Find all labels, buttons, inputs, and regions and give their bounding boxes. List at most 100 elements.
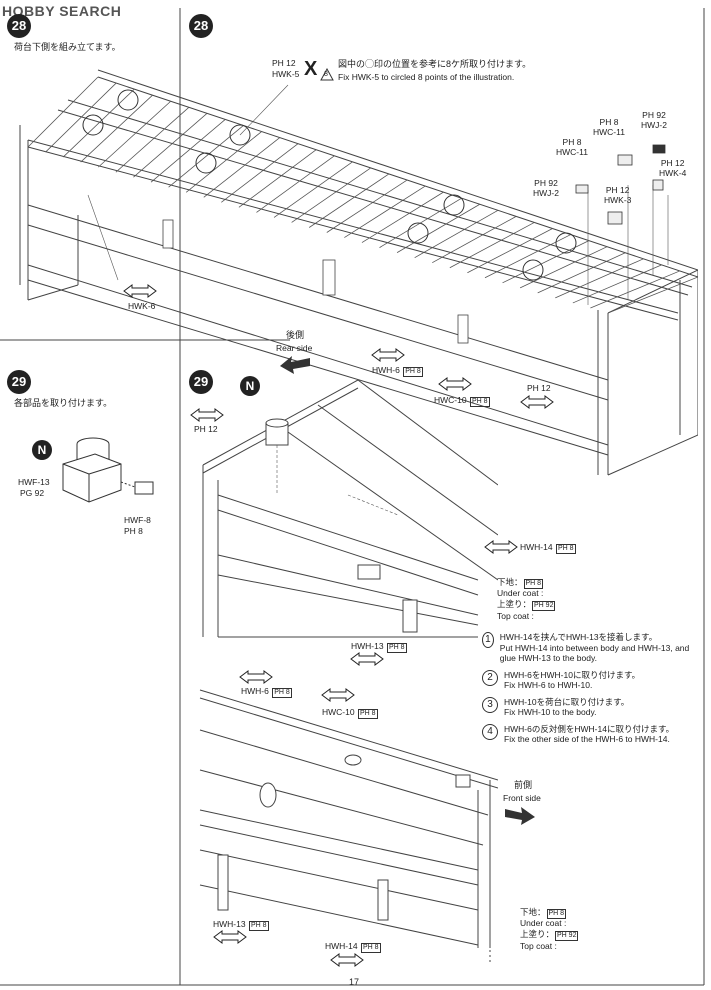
hwh6-label: HWH-6 PH 8 xyxy=(372,365,423,377)
part-n-badge: N xyxy=(32,440,52,460)
ph12-label-29: PH 12 xyxy=(194,424,218,434)
ph12-label-right: PH 12 xyxy=(527,383,551,393)
undercoat-en: Under coat : xyxy=(497,588,544,598)
double-arrow-icon xyxy=(484,540,518,554)
lower-hwh13-label: HWH-13 PH 8 xyxy=(213,919,269,931)
step-badge-29-main: 29 xyxy=(189,370,213,394)
instruction-item-4: 4 HWH-6の反対側をHWH-14に取り付けます。Fix the other … xyxy=(482,723,702,745)
cross-member xyxy=(98,100,171,168)
lower-hwh6-label: HWH-6 PH 8 xyxy=(241,686,292,698)
lower-undercoat-en: Under coat : xyxy=(520,918,567,928)
front-side-en: Front side xyxy=(503,793,541,803)
lower-topcoat-jp: 上塗り：PH 92 xyxy=(520,929,579,941)
cross-member xyxy=(291,167,371,223)
instruction-1-jp: HWH-14を挟んでHWH-13を接着します。 xyxy=(499,632,658,642)
cross-member xyxy=(168,125,244,188)
cross-member xyxy=(344,185,426,238)
cross-member xyxy=(185,131,262,193)
instruction-1-en: Put HWH-14 into between body and HWH-13,… xyxy=(499,642,690,664)
hwk5-ref: PH 12 xyxy=(272,58,296,68)
cross-member xyxy=(115,107,190,173)
cross-member xyxy=(308,173,390,228)
cross-member xyxy=(150,119,226,183)
step-28-title: 荷台下側を組み立てます。 xyxy=(14,42,121,52)
step-badge-29-left: 29 xyxy=(7,370,31,394)
double-arrow-icon xyxy=(330,953,364,967)
instruction-4-jp: HWH-6の反対側をHWH-14に取り付けます。 xyxy=(504,723,675,734)
cross-member xyxy=(414,209,499,259)
hwf13-label: HWF-13 xyxy=(18,477,50,487)
rear-side-en: Rear side xyxy=(276,343,313,353)
double-arrow-icon xyxy=(239,670,273,684)
cross-member xyxy=(238,149,317,208)
instruction-item-2: 2 HWH-6をHWH-10に取り付けます。Fix HWH-6 to HWH-1… xyxy=(482,669,702,691)
page-number: 17 xyxy=(349,977,360,987)
instruction-3-jp: HWH-10を荷台に取り付けます。 xyxy=(504,696,630,707)
watermark-text: HOBBY SEARCH xyxy=(2,3,122,19)
cross-member xyxy=(62,88,135,158)
instruction-3-en: Fix HWH-10 to the body. xyxy=(504,707,597,717)
double-arrow-icon xyxy=(213,930,247,944)
hwk5-note-en: Fix HWK-5 to circled 8 points of the ill… xyxy=(338,72,515,82)
hwk5-label: HWK-5 xyxy=(272,69,300,79)
front-side-jp: 前側 xyxy=(514,780,533,790)
hwf13-ref: PG 92 xyxy=(20,488,45,498)
cross-member xyxy=(590,270,680,309)
arrow-left-icon xyxy=(280,356,310,374)
instruction-list: 1 HWH-14を挟んでHWH-13を接着します。Put HWH-14 into… xyxy=(482,632,702,745)
instruction-4-en: Fix the other side of the HWH-6 to HWH-1… xyxy=(504,734,670,744)
cross-member xyxy=(45,82,117,153)
truck-bed-underside-drawing xyxy=(19,69,698,476)
arrow-right-icon xyxy=(505,807,535,825)
rear-side-jp: 後側 xyxy=(286,330,305,340)
hwh13-label: HWH-13 PH 8 xyxy=(351,641,407,653)
cross-member xyxy=(361,191,444,243)
step-badge-28-main: 28 xyxy=(189,14,213,38)
step-number-4: 4 xyxy=(482,723,498,740)
lower-topcoat-en: Top coat : xyxy=(520,941,557,951)
topcoat-en: Top coat : xyxy=(497,611,534,621)
cross-member xyxy=(519,246,608,289)
cross-member xyxy=(221,143,299,203)
double-arrow-icon xyxy=(350,652,384,666)
instruction-2-jp: HWH-6をHWH-10に取り付けます。 xyxy=(504,669,641,680)
hwf8-label: HWF-8 xyxy=(124,515,151,525)
cross-member xyxy=(133,113,208,178)
step-number-2: 2 xyxy=(482,669,498,686)
lower-hwh14-label: HWH-14 PH 8 xyxy=(325,941,381,953)
multiply-x: X xyxy=(304,58,318,80)
cross-member xyxy=(256,155,335,213)
count-8: 8 xyxy=(324,71,328,78)
step-29-title: 各部品を取り付けます。 xyxy=(14,398,113,408)
cross-member xyxy=(326,179,408,233)
double-arrow-icon xyxy=(438,377,472,391)
double-arrow-icon xyxy=(123,284,157,298)
side-edge-drawing xyxy=(489,800,491,965)
double-arrow-icon xyxy=(321,688,355,702)
hwk5-note-jp: 図中の◯印の位置を参考に8ケ所取り付けます。 xyxy=(338,59,532,69)
cross-member xyxy=(273,161,353,218)
truck-bed-front-drawing xyxy=(199,689,498,948)
hwf8-ref: PH 8 xyxy=(124,526,143,536)
count-triangle-icon xyxy=(320,68,334,81)
cross-member xyxy=(27,76,99,148)
hwk6-label: HWK-6 xyxy=(128,301,156,311)
cross-member xyxy=(467,228,553,274)
cross-member xyxy=(607,276,698,314)
watermark-logo: HOBBY SEARCH xyxy=(2,3,121,21)
truck-bed-rear-drawing xyxy=(202,379,498,638)
instruction-2-en: Fix HWH-6 to HWH-10. xyxy=(504,680,593,690)
step-badge-28-left: 28 xyxy=(7,14,31,38)
double-arrow-icon xyxy=(190,408,224,422)
lower-hwc10-label: HWC-10 PH 8 xyxy=(322,707,378,719)
cross-member xyxy=(572,264,662,304)
step-number-3: 3 xyxy=(482,696,498,713)
double-arrow-icon xyxy=(520,395,554,409)
part-n-drawing xyxy=(62,437,154,503)
